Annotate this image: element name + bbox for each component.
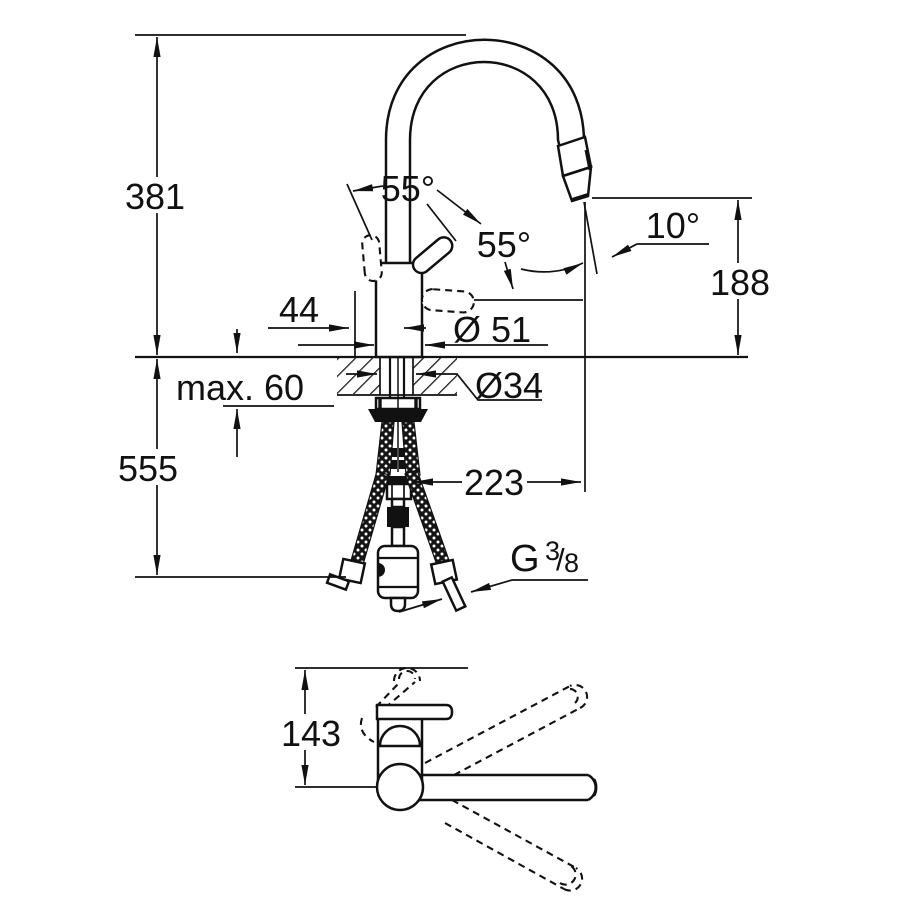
dim-55-arrow-left bbox=[352, 184, 384, 192]
dim-handle-swing-label: 55° bbox=[477, 224, 531, 265]
dim-hole-diameter-label: Ø34 bbox=[475, 365, 543, 406]
lever-dashed-cap-inner bbox=[397, 670, 417, 680]
supply-hoses bbox=[325, 469, 467, 613]
hose-tube bbox=[390, 497, 406, 509]
lever-position-up-dashed bbox=[361, 234, 383, 283]
dim-55-leader-right bbox=[426, 203, 457, 242]
lever-dashed-cap bbox=[392, 666, 422, 682]
dim-55-arrow-right bbox=[436, 189, 482, 225]
weight-notch bbox=[378, 563, 385, 577]
dim-handle-offset-label: 44 bbox=[279, 289, 319, 330]
spray-axis-tilted bbox=[583, 201, 598, 275]
gooseneck-inner bbox=[408, 60, 562, 263]
label-bg bbox=[112, 449, 184, 485]
spout-dashed-down-cap-inner bbox=[559, 865, 577, 886]
spout-dashed-up-cap bbox=[569, 683, 589, 709]
connector-nut bbox=[385, 482, 413, 501]
dim-55-leader-left bbox=[346, 183, 373, 241]
faucet-top bbox=[375, 703, 598, 812]
dim-height-below-label: 555 bbox=[118, 448, 178, 489]
body-dashed-arc bbox=[359, 717, 375, 743]
label-bg bbox=[275, 714, 347, 750]
spout-dashed-up-edge bbox=[424, 685, 571, 764]
lever-position-down-dashed bbox=[420, 288, 475, 314]
label-bg bbox=[704, 263, 776, 299]
front-view: 381 555 max. 60 44 Ø 51 Ø34 188 bbox=[112, 34, 776, 613]
thread-numerator-label: 3 bbox=[545, 536, 560, 566]
stop-ring bbox=[386, 476, 412, 484]
thread-denominator-label: 8 bbox=[564, 548, 579, 578]
spout-dashed-down-edge bbox=[444, 822, 565, 890]
dim-spray-reach-label: 223 bbox=[464, 462, 524, 503]
dim-height-above-label: 381 bbox=[125, 176, 185, 217]
label-bg bbox=[119, 177, 191, 213]
dim-spray-angle-label: 10° bbox=[646, 205, 700, 246]
dim-55b-leader bbox=[503, 261, 514, 290]
dim-thread-leader-right bbox=[470, 579, 513, 593]
hose-coupling bbox=[387, 507, 409, 527]
hose-bundle-left bbox=[375, 421, 395, 476]
dim-d34-line-right bbox=[416, 370, 542, 401]
countertop-hatch-left bbox=[337, 358, 380, 394]
cartridge-dome bbox=[378, 724, 422, 747]
spray-head-edge bbox=[584, 149, 592, 171]
hose-clip bbox=[391, 460, 397, 469]
weight-stub bbox=[389, 596, 407, 613]
lever-dashed-edge bbox=[375, 683, 399, 708]
swivel-base-circle bbox=[375, 762, 425, 812]
dim-outlet-height-label: 188 bbox=[710, 262, 770, 303]
spout-dashed-down-cap bbox=[563, 867, 584, 892]
spray-face bbox=[571, 193, 589, 202]
dim-55b-arc bbox=[520, 262, 584, 275]
thread-base-label: G bbox=[510, 538, 540, 580]
spout-cap-inner bbox=[592, 778, 598, 797]
dim-10deg-leader bbox=[611, 243, 709, 258]
faucet-body bbox=[374, 261, 424, 359]
spout-dashed-up-edge bbox=[453, 707, 581, 776]
hose-clip bbox=[391, 448, 397, 457]
hose-bundle-right bbox=[401, 421, 421, 476]
hose-clip bbox=[399, 448, 405, 457]
faucet-front bbox=[361, 38, 593, 359]
thread-slash-label: / bbox=[556, 542, 565, 577]
hose-clip bbox=[399, 460, 405, 469]
dimensions-top: 143 bbox=[275, 667, 468, 788]
dim-counter-thickness-label: max. 60 bbox=[176, 367, 304, 408]
spout-dashed-down-edge bbox=[451, 799, 577, 869]
top-view: 143 bbox=[275, 666, 598, 892]
spout-dashed-up-cap-inner bbox=[568, 687, 579, 704]
lever-dashed-edge bbox=[384, 681, 416, 709]
hose-end-right bbox=[441, 575, 467, 613]
spout-swivel-range bbox=[359, 666, 589, 892]
dim-lever-reach-label: 143 bbox=[281, 713, 341, 754]
dim-handle-angle-label: 55° bbox=[381, 168, 435, 209]
gooseneck-outer bbox=[384, 38, 588, 263]
lever-handle bbox=[411, 236, 454, 275]
lever-top-view bbox=[375, 703, 454, 721]
dim-thread-leader-left bbox=[398, 598, 443, 613]
dimensions-front: 381 555 max. 60 44 Ø 51 Ø34 188 bbox=[112, 34, 776, 613]
countertop-hatch-right bbox=[413, 358, 457, 394]
dim-body-diameter-label: Ø 51 bbox=[453, 309, 531, 350]
pullout-hose bbox=[390, 525, 406, 548]
